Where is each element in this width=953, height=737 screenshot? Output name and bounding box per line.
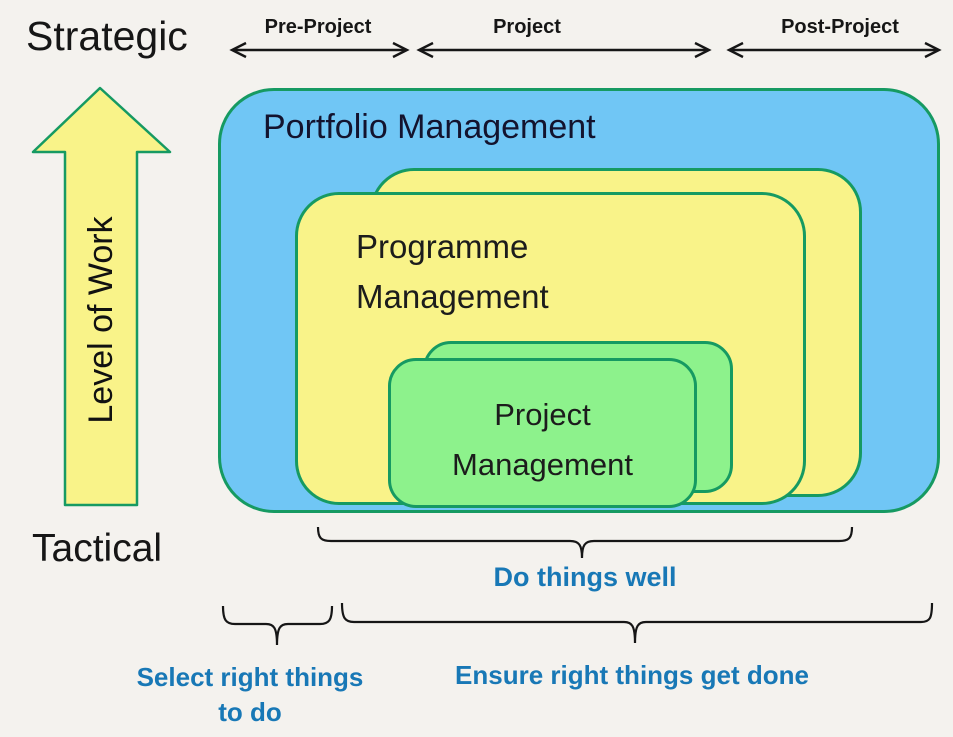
project-label-line1: Project [494, 397, 591, 432]
programme-management-label: Programme Management [356, 222, 549, 322]
phase-label-post-project: Post-Project [781, 16, 899, 38]
tactical-label: Tactical [32, 527, 163, 570]
post-project-arrow-icon [726, 41, 942, 59]
programme-label-line2: Management [356, 278, 549, 315]
level-of-work-label: Level of Work [82, 216, 120, 424]
phase-label-project: Project [493, 16, 561, 38]
portfolio-management-label: Portfolio Management [263, 108, 596, 146]
select-label-line1: Select right things [136, 662, 364, 692]
strategic-label: Strategic [26, 13, 188, 59]
do-things-well-label: Do things well [493, 562, 677, 592]
select-brace-icon [221, 605, 334, 646]
do-things-well-brace-icon [316, 526, 854, 559]
project-label-line2: Management [452, 447, 633, 482]
select-right-things-label: Select right things to do [118, 660, 382, 730]
ensure-brace-icon [340, 602, 934, 644]
pre-project-arrow-icon [229, 41, 410, 59]
phase-label-pre-project: Pre-Project [264, 16, 372, 38]
project-management-label: Project Management [388, 390, 697, 490]
project-management-box [388, 358, 697, 508]
ensure-right-things-label: Ensure right things get done [455, 660, 809, 690]
project-arrow-icon [416, 41, 712, 59]
programme-label-line1: Programme [356, 228, 529, 265]
select-label-line2: to do [218, 697, 282, 727]
